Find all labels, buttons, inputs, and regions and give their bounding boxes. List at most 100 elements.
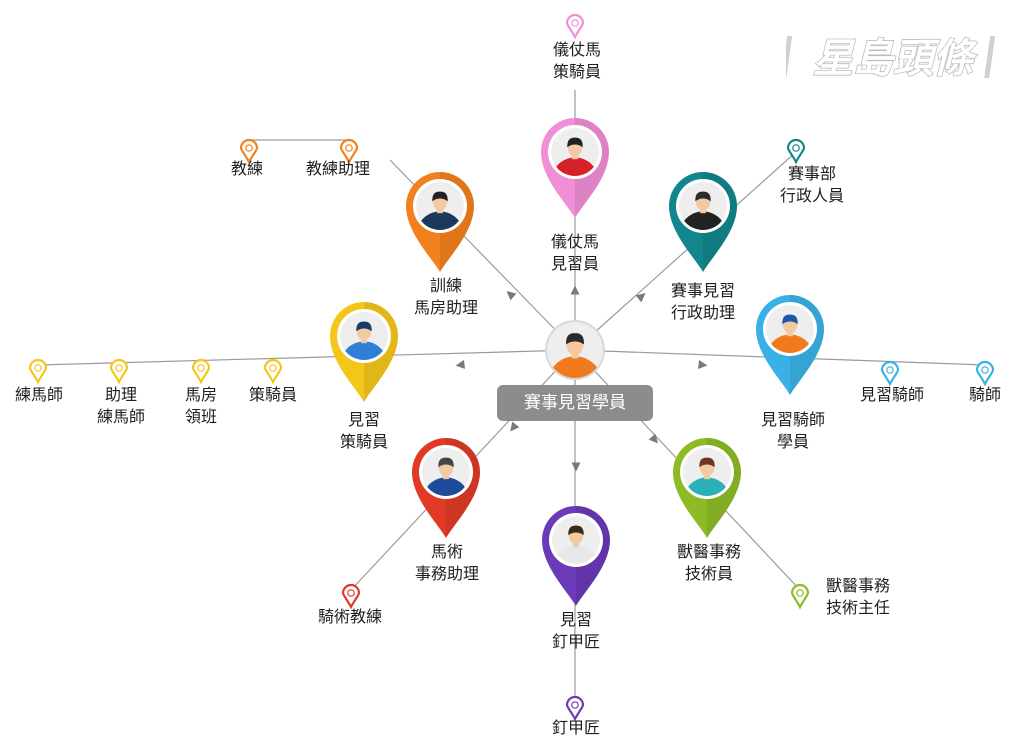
admin-assistant-label-line: 行政助理 (670, 303, 736, 322)
stable-supervisor-label: 馬房領班 (185, 384, 217, 428)
vet-technician-label: 獸醫事務技術員 (677, 541, 741, 585)
ceremonial-rider-label: 儀仗馬策騎員 (553, 39, 601, 83)
jockey-trainee-pin-icon (756, 295, 824, 395)
arrow-head (455, 359, 466, 369)
riding-instructor-pin-icon (341, 583, 361, 610)
trainee-rider-label-line: 見習 (347, 410, 381, 429)
avatar-shirt (552, 545, 600, 564)
assistant-trainer-label-line: 助理 (104, 385, 138, 404)
apprentice-jockey-label-line: 見習騎師 (859, 385, 925, 404)
ceremonial-rider-label-line: 策騎員 (552, 62, 602, 81)
assistant-trainer-pin-icon (109, 358, 129, 385)
coach-assistant-pin-icon (339, 138, 359, 165)
admin-officer-label-line: 賽事部 (787, 164, 837, 183)
farrier-label-line: 釘甲匠 (551, 718, 601, 737)
center-node (545, 320, 605, 380)
role-nodes (330, 117, 824, 606)
stable-assistant-label-line: 訓練 (429, 276, 463, 295)
coach-assistant-label: 教練助理 (306, 158, 370, 180)
logo-text: 星島頭條 (813, 36, 978, 82)
equitation-assistant-label: 馬術事務助理 (415, 541, 479, 585)
avatar-shirt (422, 477, 470, 496)
stable-assistant-label: 訓練馬房助理 (414, 275, 478, 319)
apprentice-jockey-label: 見習騎師 (860, 384, 924, 406)
assistant-trainer-label: 助理練馬師 (97, 384, 145, 428)
avatar-hair (356, 321, 372, 332)
admin-assistant-label: 賽事見習行政助理 (671, 280, 735, 324)
vet-technician-label-line: 技術員 (684, 564, 734, 583)
connector-line (574, 151, 797, 351)
arrow-head (570, 285, 580, 295)
jockey-trainee-label-line: 見習騎師 (760, 410, 826, 429)
avatar-shirt (340, 341, 388, 360)
ceremonial-rider-label-line: 儀仗馬 (552, 40, 602, 59)
stable-assistant-pin-icon (406, 172, 474, 272)
arrow-head (698, 360, 708, 369)
arrow-head (635, 293, 646, 303)
coach-pin-icon (239, 138, 259, 165)
logo: 星島頭條 (786, 35, 996, 83)
farrier-trainee-label-line: 見習 (559, 610, 593, 629)
farrier-trainee-label: 見習釘甲匠 (552, 609, 600, 653)
riding-instructor-label: 騎術教練 (318, 606, 382, 628)
ceremonial-trainee-pin-icon (541, 117, 609, 218)
vet-technical-supervisor-pin-icon (790, 583, 810, 610)
avatar-shirt (679, 211, 727, 230)
work-rider-pin-icon (263, 358, 283, 385)
logo-bracket-right (984, 36, 996, 78)
career-pins (28, 13, 995, 722)
arrow-head (510, 421, 520, 432)
vet-technical-supervisor-label: 獸醫事務技術主任 (826, 575, 890, 619)
jockey-trainee-label: 見習騎師學員 (761, 409, 825, 453)
admin-assistant-label-line: 賽事見習 (670, 281, 736, 300)
avatar-shirt (416, 211, 464, 230)
trainer-label: 練馬師 (15, 384, 63, 406)
ceremonial-trainee-label: 儀仗馬見習員 (551, 231, 599, 275)
center-avatar-icon (545, 320, 605, 380)
avatar-hair (432, 191, 448, 202)
jockey-pin-icon (975, 360, 995, 387)
farrier-trainee-label-line: 釘甲匠 (551, 632, 601, 651)
trainee-rider-label-line: 策騎員 (339, 432, 389, 451)
admin-officer-pin-icon (786, 138, 806, 165)
avatar-hair (566, 333, 584, 345)
avatar-hair (568, 525, 584, 536)
ceremonial-rider-pin-icon (565, 13, 585, 40)
farrier-trainee-pin-icon (542, 506, 610, 606)
farrier-pin-icon (565, 695, 585, 722)
vet-technical-supervisor-label-line: 獸醫事務 (825, 576, 891, 595)
logo-bracket-left (786, 36, 793, 78)
connector-arrows (455, 285, 708, 472)
work-rider-label: 策騎員 (249, 384, 297, 406)
avatar-shirt (551, 157, 599, 176)
avatar-hair (695, 191, 711, 202)
trainer-pin-icon (28, 358, 48, 385)
arrow-head (648, 433, 658, 444)
connector-line (37, 349, 576, 366)
avatar-shirt (766, 334, 814, 353)
avatar-hair (782, 314, 798, 325)
equitation-assistant-pin-icon (412, 438, 480, 538)
stable-supervisor-pin-icon (191, 358, 211, 385)
admin-officer-label: 賽事部行政人員 (780, 163, 844, 207)
jockey-trainee-label-line: 學員 (776, 432, 810, 451)
stable-assistant-label-line: 馬房助理 (413, 298, 479, 317)
vet-technician-label-line: 獸醫事務 (676, 542, 742, 561)
coach-label-line: 教練 (230, 159, 264, 178)
arrow-head (571, 462, 581, 472)
trainer-label-line: 練馬師 (14, 385, 64, 404)
jockey-label: 騎師 (969, 384, 1001, 406)
riding-instructor-label-line: 騎術教練 (317, 607, 383, 626)
jockey-label-line: 騎師 (968, 385, 1002, 404)
avatar-shirt (547, 356, 603, 378)
vet-technical-supervisor-label-line: 技術主任 (825, 598, 891, 617)
stable-supervisor-label-line: 領班 (184, 407, 218, 426)
admin-officer-label-line: 行政人員 (779, 186, 845, 205)
avatar-shirt (683, 477, 731, 496)
trainee-rider-pin-icon (330, 302, 398, 402)
ceremonial-trainee-label-line: 見習員 (550, 254, 600, 273)
farrier-label: 釘甲匠 (552, 717, 600, 739)
trainee-rider-label: 見習策騎員 (340, 409, 388, 453)
center-label: 賽事見習學員 (497, 385, 653, 421)
